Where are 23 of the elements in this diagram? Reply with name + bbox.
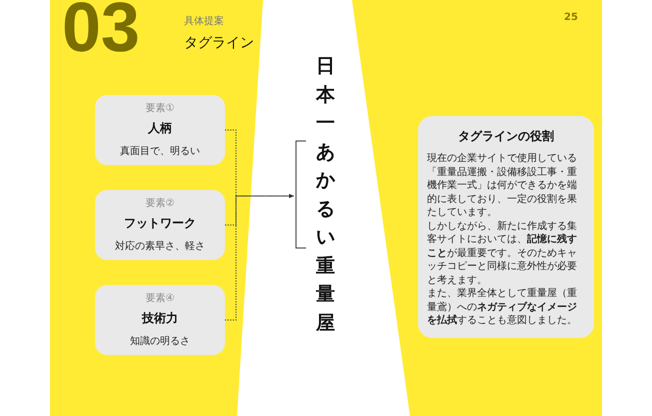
section-number: 03 — [62, 0, 140, 62]
section-label: 具体提案 — [184, 14, 224, 28]
info-heading: タグラインの役割 — [457, 128, 555, 145]
card-title: 人柄 — [147, 120, 173, 137]
element-card — [95, 285, 225, 355]
element-card — [95, 95, 225, 165]
element-card — [95, 190, 225, 260]
info-paragraph: 現在の企業サイトで使用している「重量品運搬・設備移設工事・重機作業一式」は何ができるかを端的に表しており、一定の役割を果たしています。 — [427, 152, 578, 220]
info-card — [418, 116, 594, 338]
card-tag: 要素① — [95, 101, 225, 115]
card-title: フットワーク — [123, 215, 197, 232]
page-heading: タグライン — [184, 34, 254, 52]
card-description: 真面目で、明るい — [119, 144, 201, 158]
card-description: 知識の明るさ — [129, 334, 191, 348]
info-paragraph: また、業界全体として重量屋（重量鳶）へのネガティブなイメージを払拭することも意図しました。 — [427, 287, 578, 328]
page-number: 25 — [564, 12, 578, 23]
dotted-connector — [224, 194, 294, 320]
card-tag: 要素② — [95, 196, 225, 210]
card-title: 技術力 — [140, 310, 179, 327]
card-description: 対応の素早さ、軽さ — [114, 240, 206, 253]
card-tag: 要素④ — [95, 291, 225, 305]
info-paragraph: しかしながら、新たに作成する集客サイトにおいては、記憶に残すことが最重要です。そのためキャッチコピーと同様に意外性が必要と考えます。 — [427, 220, 578, 287]
tagline-vertical-text: 日本一あかるい重量屋 — [316, 54, 335, 336]
